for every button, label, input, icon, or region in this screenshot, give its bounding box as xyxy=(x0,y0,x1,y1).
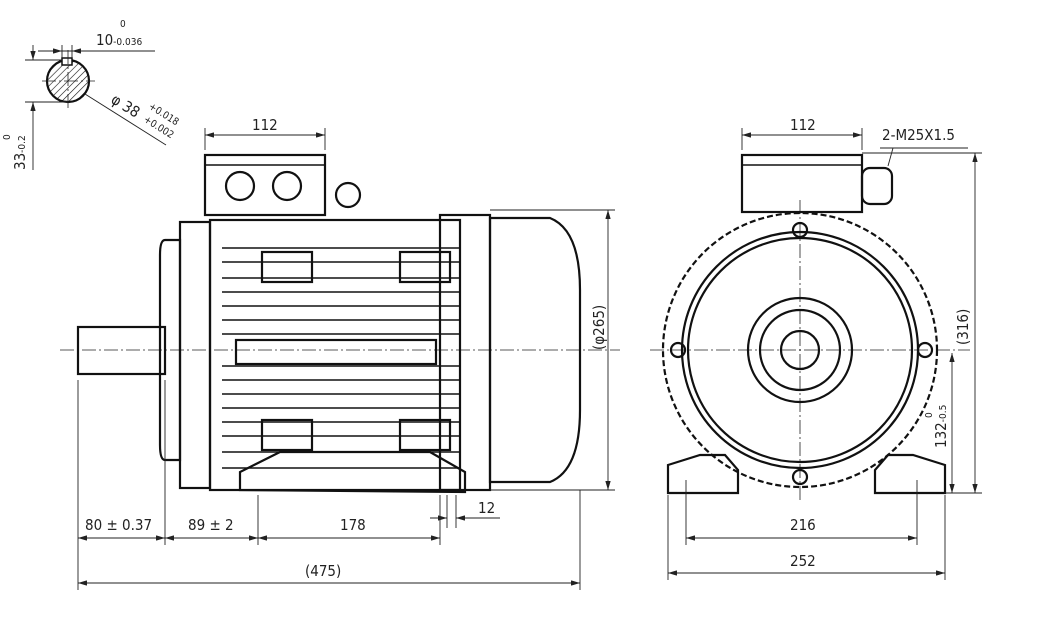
bearing-cap xyxy=(758,308,842,392)
fin-boss xyxy=(398,250,452,284)
cable-gland-dim: 2-M25X1.5 xyxy=(882,126,955,144)
front-view: 112 2-M25X1.5 (316) 132-0.5 0 216 252 xyxy=(650,116,982,580)
bolt xyxy=(916,341,934,359)
front-terminal-box-width-dim: 112 xyxy=(790,116,816,134)
keyway-section: 10-0.036 0 33-0.2 0 φ 38 +0.018 +0.002 xyxy=(2,19,181,170)
overall-height-dim: (316) xyxy=(954,309,972,345)
bolt xyxy=(791,468,809,486)
bearing-housing xyxy=(746,296,854,404)
fin-boss xyxy=(260,418,314,452)
nameplate xyxy=(234,338,438,366)
shaft-length-dim: 80 ± 0.37 xyxy=(85,516,152,534)
fin-boss xyxy=(260,250,314,284)
fan-cover xyxy=(488,216,582,484)
terminal-box xyxy=(203,153,327,217)
cable-gland xyxy=(860,166,894,206)
front-terminal-box xyxy=(740,153,864,214)
side-view: 112 (φ265) 80 ± 0.37 89 ± 2 178 12 (475) xyxy=(60,116,620,590)
cable-entry xyxy=(224,170,256,202)
foot xyxy=(238,450,467,494)
bolt xyxy=(791,221,809,239)
shaft xyxy=(76,325,167,376)
fan-cover-diameter-dim: (φ265) xyxy=(590,305,608,350)
fin-ring xyxy=(661,211,939,489)
keyway-slot xyxy=(61,57,73,66)
key-depth-dim: 33-0.2 xyxy=(11,135,29,170)
shaft-diameter-dim: φ 38 xyxy=(108,90,143,121)
foot-width-dim: 252 xyxy=(790,552,816,570)
shaft-height-dim: 132-0.5 xyxy=(932,405,950,448)
shaft-end xyxy=(779,329,821,371)
shaft-to-foot-dim: 89 ± 2 xyxy=(188,516,234,534)
key-depth-tol-upper: 0 xyxy=(2,134,13,140)
rear-shield xyxy=(438,213,492,492)
left-foot xyxy=(666,453,740,495)
bolt xyxy=(669,341,687,359)
fin-boss xyxy=(398,418,452,452)
right-foot xyxy=(873,453,947,495)
side-foot-spacing-dim: 178 xyxy=(340,516,366,534)
flange xyxy=(178,220,212,490)
shaft-height-tol-upper: 0 xyxy=(924,412,935,418)
side-terminal-box-width-dim: 112 xyxy=(252,116,278,134)
foot-hole-dia-dim: 12 xyxy=(478,499,495,517)
key-width-tol-upper: 0 xyxy=(120,19,126,30)
cable-entry xyxy=(271,170,303,202)
lifting-eye xyxy=(334,181,362,209)
overall-length-dim: (475) xyxy=(305,562,341,580)
front-foot-spacing-dim: 216 xyxy=(790,516,816,534)
key-width-dim: 10-0.036 xyxy=(96,31,142,49)
